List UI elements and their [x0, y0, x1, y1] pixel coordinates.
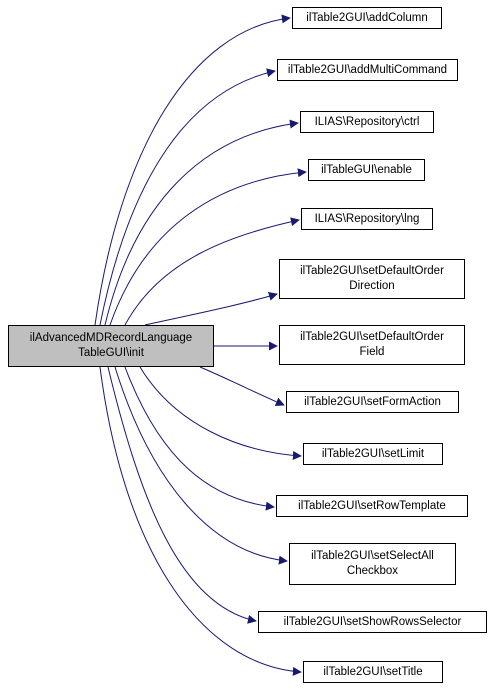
root-function-name-line1: ilAdvancedMDRecordLanguage [29, 332, 193, 344]
callee-name-line2: Direction [349, 280, 395, 292]
call-edge-1 [99, 68, 276, 326]
callee-node-setdefaultorderdirection[interactable]: ilTable2GUI\setDefaultOrder Direction [279, 259, 465, 299]
callee-name: ilTable2GUI\addMultiCommand [287, 63, 448, 76]
callee-node-addmulticommand[interactable]: ilTable2GUI\addMultiCommand [277, 59, 458, 81]
call-edge-3 [109, 168, 307, 326]
callee-name: ilTable2GUI\setRowTemplate [298, 499, 446, 512]
callee-node-setdefaultorderfield[interactable]: ilTable2GUI\setDefaultOrder Field [279, 325, 465, 365]
callee-node-setshowrowsselector[interactable]: ilTable2GUI\setShowRowsSelector [258, 611, 487, 633]
callee-node-setlimit[interactable]: ilTable2GUI\setLimit [303, 443, 443, 465]
callee-node-addcolumn[interactable]: ilTable2GUI\addColumn [292, 7, 442, 29]
call-edge-10 [114, 366, 288, 565]
callee-name: ILIAS\Repository\lng [314, 212, 420, 225]
callee-node-setformaction[interactable]: ilTable2GUI\setFormAction [286, 391, 459, 413]
callee-name-line1: ilTable2GUI\setSelectAll [311, 550, 434, 562]
callee-node-setrowtemplate[interactable]: ilTable2GUI\setRowTemplate [276, 495, 468, 517]
callee-name: ilTable2GUI\addColumn [306, 11, 428, 24]
root-function-name-line2: TableGUI\init [78, 347, 144, 359]
callee-node-setselectallcheckbox[interactable]: ilTable2GUI\setSelectAll Checkbox [289, 543, 456, 585]
call-edge-0 [94, 14, 291, 326]
call-edge-12 [99, 366, 302, 676]
callee-name: ILIAS\Repository\ctrl [314, 115, 420, 128]
callee-name: ilTable2GUI\setShowRowsSelector [283, 615, 462, 628]
callee-name: ilTable2GUI\setFormAction [304, 395, 441, 408]
callee-name-line2: Field [359, 346, 385, 358]
callee-name-line1: ilTable2GUI\setDefaultOrder [300, 331, 444, 343]
callee-name-line1: ilTable2GUI\setDefaultOrder [300, 265, 444, 277]
call-edge-9 [124, 366, 275, 511]
callee-node-repository-lng[interactable]: ILIAS\Repository\lng [301, 208, 433, 230]
callee-name-line2: Checkbox [346, 565, 399, 577]
root-function-node: ilAdvancedMDRecordLanguage TableGUI\init [8, 325, 214, 367]
call-edge-4 [124, 217, 300, 326]
call-edge-11 [107, 366, 257, 624]
callee-name: ilTableGUI\enable [321, 163, 412, 176]
callee-name: ilTable2GUI\setTitle [323, 665, 423, 678]
callee-name: ilTable2GUI\setLimit [321, 447, 425, 460]
call-edge-8 [139, 366, 302, 460]
callee-node-settitle[interactable]: ilTable2GUI\setTitle [303, 661, 443, 683]
call-edge-5 [144, 291, 278, 326]
call-edge-2 [104, 119, 299, 326]
callee-node-enable[interactable]: ilTableGUI\enable [308, 159, 425, 181]
call-edge-7 [199, 366, 285, 407]
callee-node-repository-ctrl[interactable]: ILIAS\Repository\ctrl [300, 111, 434, 133]
